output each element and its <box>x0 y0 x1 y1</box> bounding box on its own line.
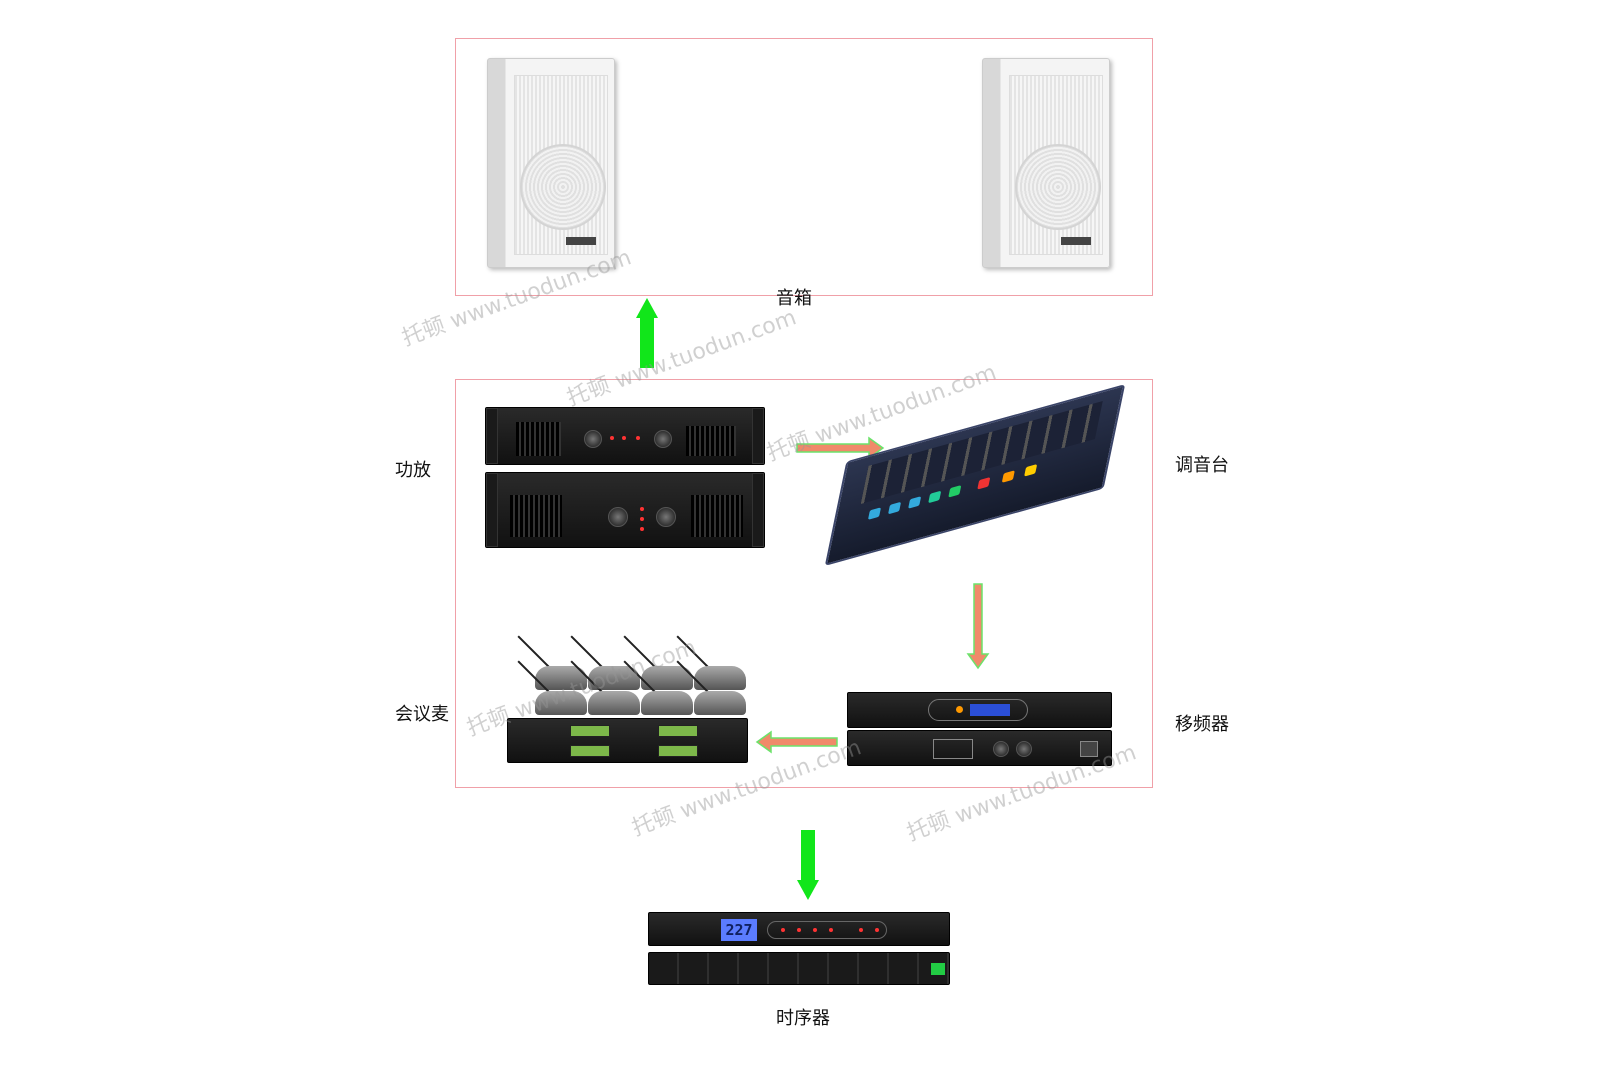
amplifier-unit-1 <box>485 407 765 465</box>
frequency-shifter-back <box>847 730 1112 766</box>
power-sequencer-back <box>648 952 950 985</box>
speaker-left <box>487 58 615 268</box>
arrow-down-icon <box>966 583 990 670</box>
amplifier-label: 功放 <box>395 460 431 481</box>
sequencer-label: 时序器 <box>776 1008 830 1029</box>
frequency-shifter-front <box>847 692 1112 728</box>
sequencer-voltage-display: 227 <box>721 919 757 941</box>
speaker-group-frame <box>455 38 1153 296</box>
arrow-left-icon <box>755 730 838 754</box>
frequency-shifter-label: 移频器 <box>1175 714 1229 735</box>
speaker-label: 音箱 <box>776 288 812 309</box>
amplifier-unit-2 <box>485 472 765 548</box>
power-sequencer-front: 227 <box>648 912 950 946</box>
control-group-frame <box>455 379 1153 788</box>
conference-mic-label: 会议麦 <box>395 704 449 725</box>
wireless-receiver <box>507 718 748 763</box>
mixer-label: 调音台 <box>1175 455 1229 476</box>
speaker-right <box>982 58 1110 268</box>
